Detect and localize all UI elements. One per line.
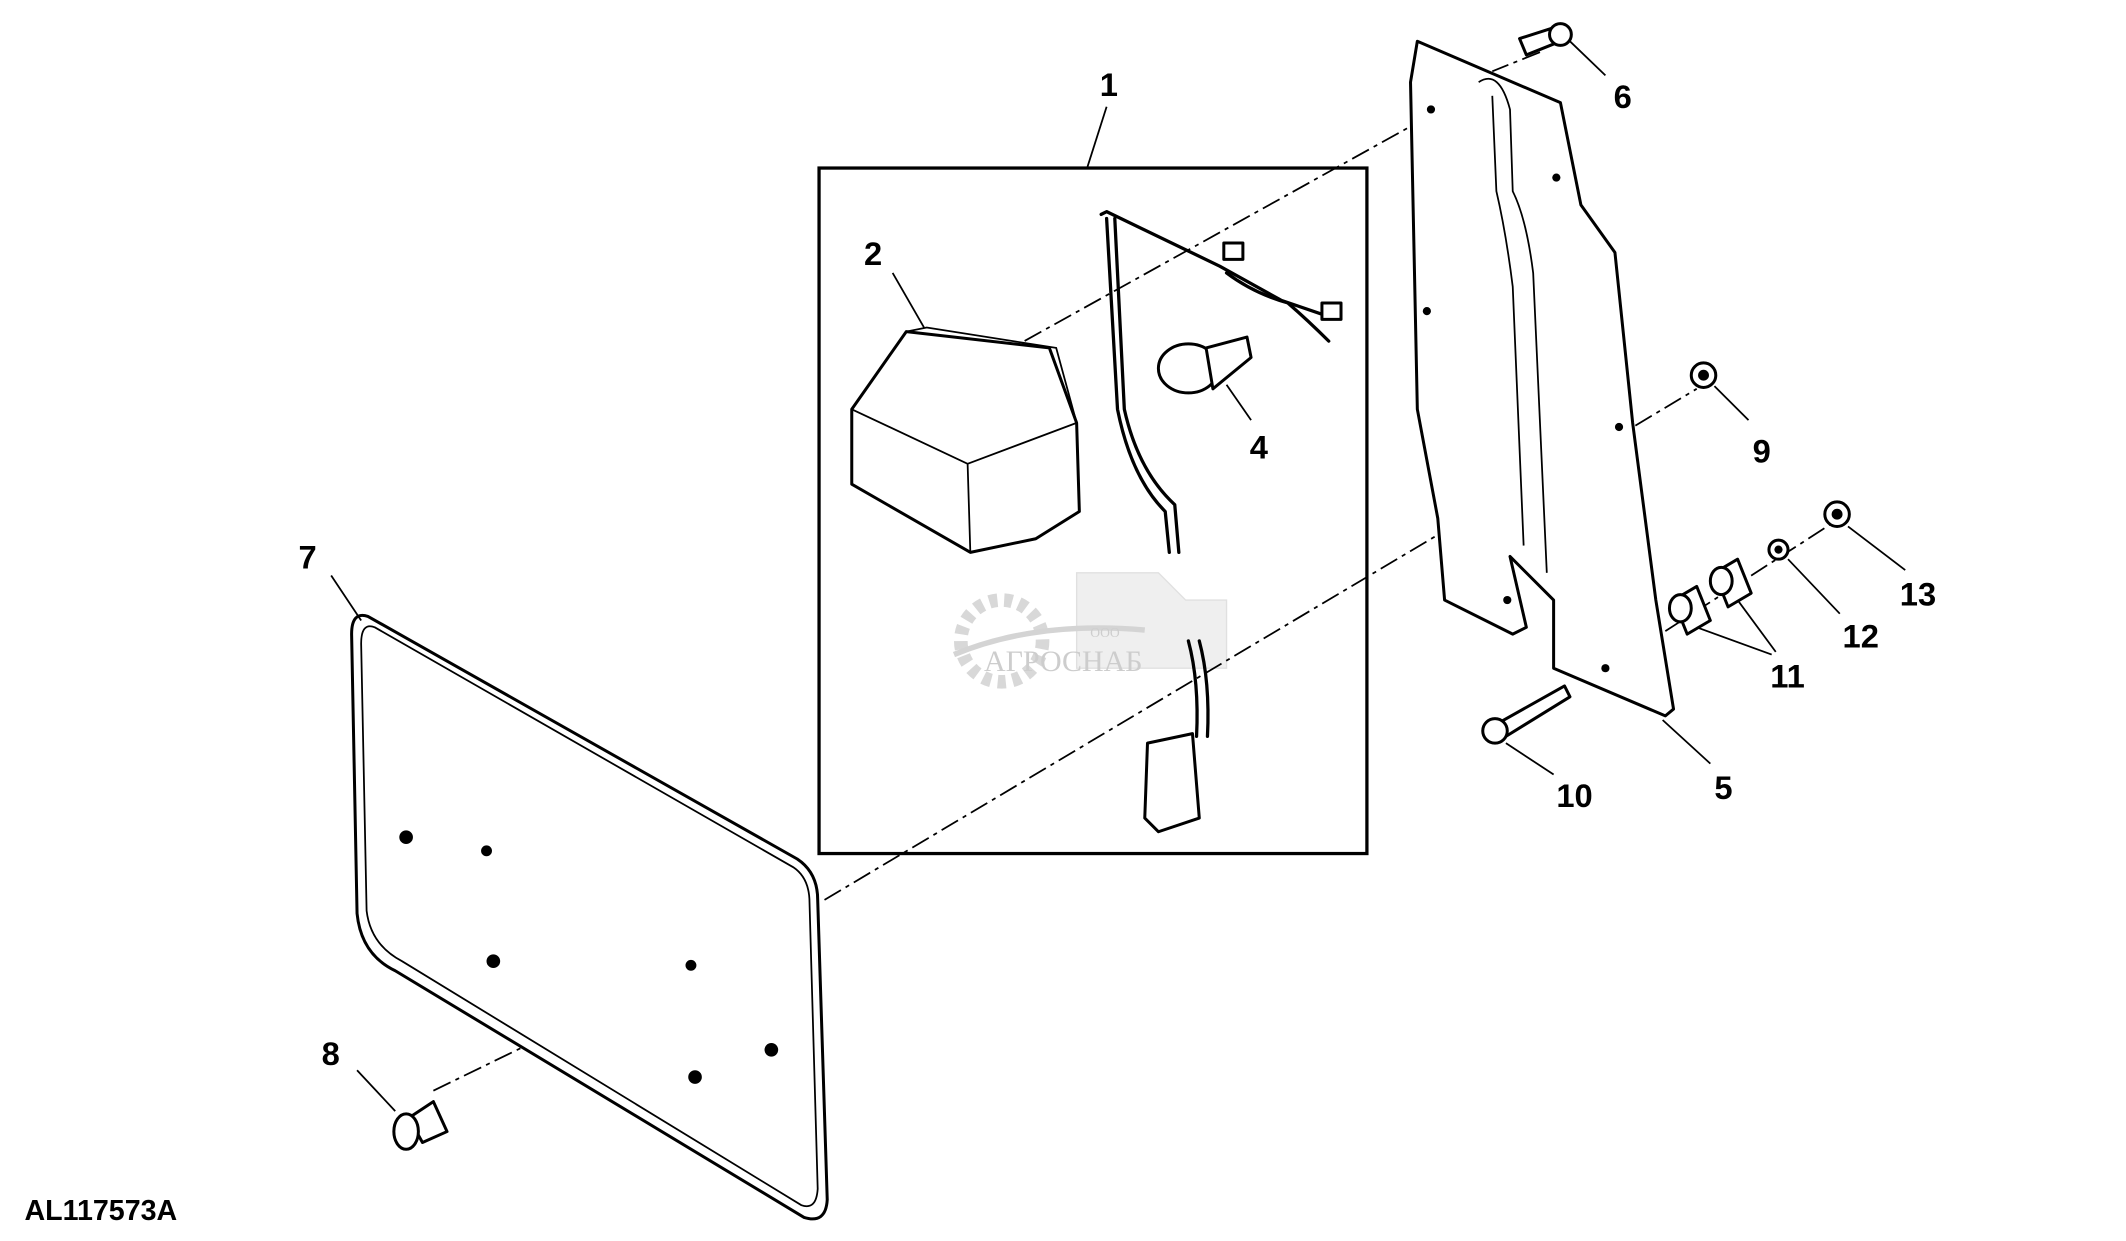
- callout-2: 2: [864, 235, 882, 272]
- callout-6: 6: [1614, 78, 1632, 115]
- callout-8: 8: [322, 1035, 340, 1072]
- callout-13: 13: [1900, 576, 1936, 613]
- callout-10: 10: [1556, 777, 1592, 814]
- mounting-bracket: [1409, 39, 1711, 765]
- callout-7: 7: [298, 539, 316, 576]
- callout-1: 1: [1100, 66, 1118, 103]
- washer-12: [1767, 538, 1841, 615]
- watermark-name: АГРОСНАБ: [984, 645, 1143, 678]
- callout-11: 11: [1770, 657, 1805, 694]
- kit-box: [817, 166, 1369, 856]
- bolt-10: [1481, 684, 1572, 776]
- nut-13: [1823, 500, 1906, 571]
- figure-code: AL117573A: [25, 1195, 178, 1227]
- callout-12: 12: [1843, 618, 1879, 655]
- nut-9: [1689, 361, 1750, 421]
- screw-6: [1518, 22, 1607, 77]
- lamp-housing: [850, 272, 1081, 554]
- spacers-11: [1667, 557, 1777, 656]
- bulb: [1156, 335, 1253, 421]
- callout-4: 4: [1250, 428, 1268, 465]
- callout-9: 9: [1753, 432, 1771, 469]
- callout-5: 5: [1714, 769, 1732, 806]
- watermark-logo: ООО АГРОСНАБ: [952, 572, 1228, 689]
- license-plate: [330, 575, 829, 1221]
- screw-8: [356, 1069, 449, 1151]
- watermark-prefix: ООО: [1090, 625, 1120, 640]
- wire-harness: [1099, 210, 1343, 834]
